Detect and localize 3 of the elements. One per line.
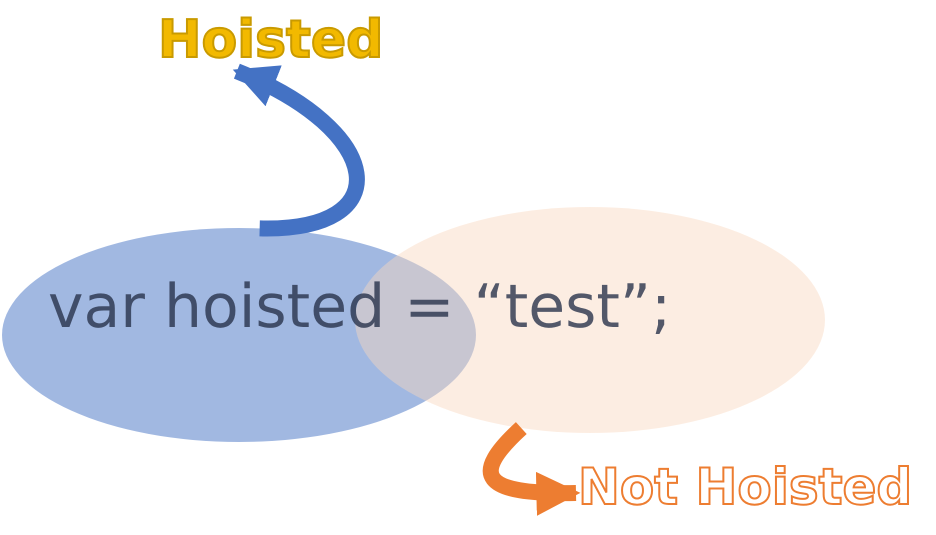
code-text: var hoisted = “test”; bbox=[48, 272, 672, 342]
not-hoisted-label: Not Hoisted bbox=[578, 460, 912, 515]
hoisted-label: Hoisted bbox=[158, 12, 384, 70]
